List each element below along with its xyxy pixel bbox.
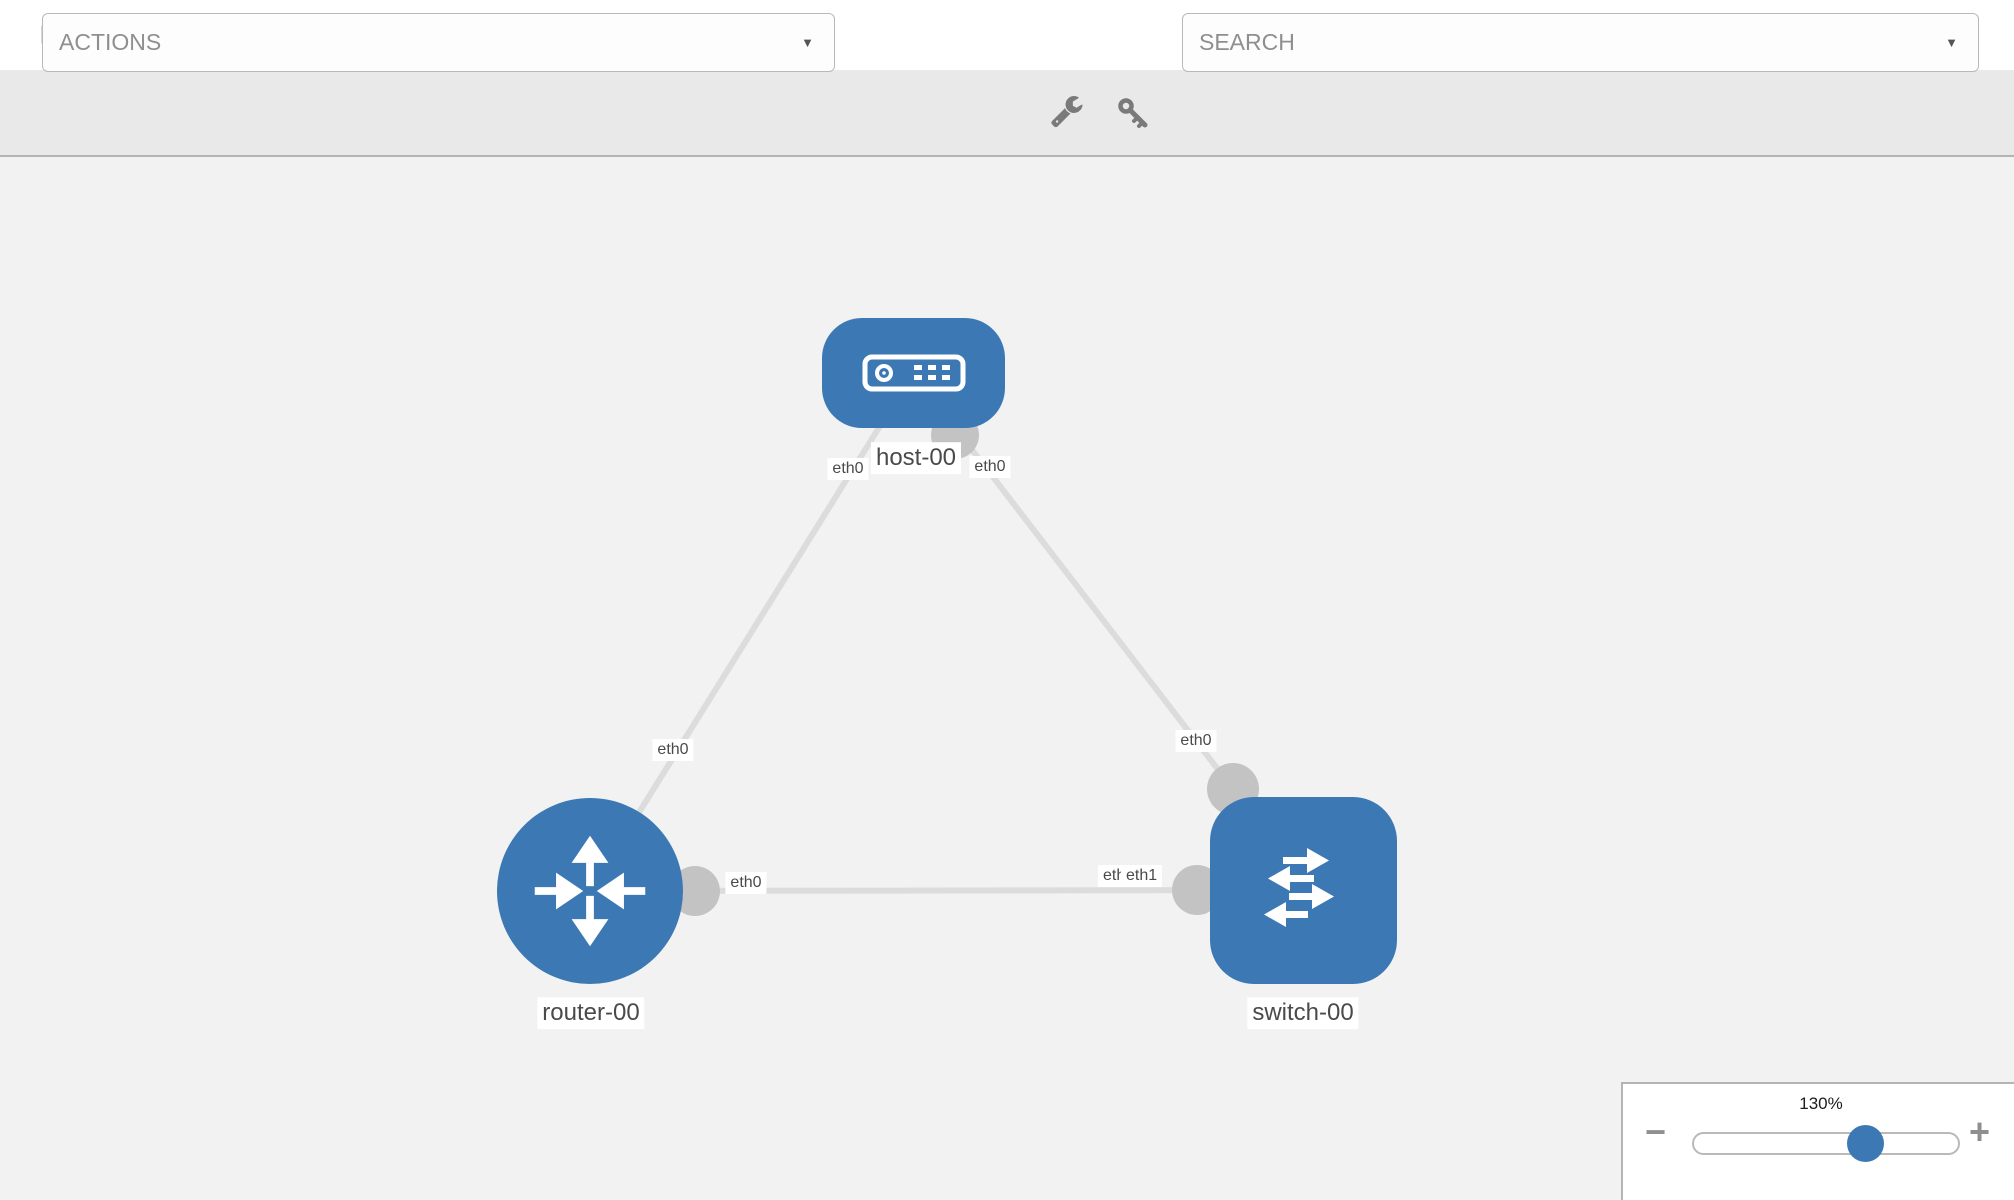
search-dropdown[interactable]: SEARCH ▼ xyxy=(1182,13,1979,72)
port-router-right[interactable] xyxy=(670,866,720,916)
switch-icon xyxy=(1263,847,1334,927)
node-router-00[interactable] xyxy=(497,798,683,984)
interface-label-switch-top: eth0 xyxy=(1175,730,1217,752)
wrench-button[interactable] xyxy=(1051,96,1085,130)
node-label-switch-00: switch-00 xyxy=(1247,997,1359,1029)
wrench-icon xyxy=(1051,96,1083,128)
zoom-in-button[interactable]: + xyxy=(1969,1111,1991,1152)
network-canvas[interactable]: host-00 router-00 switch-00 eth0 eth0 et… xyxy=(0,157,2014,1200)
chevron-down-icon: ▼ xyxy=(1945,35,1958,50)
port-switch-left[interactable] xyxy=(1172,865,1222,915)
node-switch-00[interactable] xyxy=(1210,797,1397,984)
zoom-slider-track[interactable] xyxy=(1692,1132,1960,1155)
search-dropdown-label: SEARCH xyxy=(1199,29,1295,55)
toolbar xyxy=(0,70,2014,157)
node-host-00[interactable] xyxy=(822,318,1005,428)
key-icon xyxy=(1118,98,1148,128)
node-label-host-00: host-00 xyxy=(870,442,962,474)
actions-dropdown-label: ACTIONS xyxy=(59,29,162,55)
chevron-down-icon: ▼ xyxy=(801,35,814,50)
zoom-slider-handle[interactable] xyxy=(1847,1125,1884,1162)
interface-label-host-right: eth0 xyxy=(969,456,1011,478)
interface-label-router-top: eth0 xyxy=(652,739,694,761)
zoom-level-value: 130% xyxy=(1799,1094,1843,1113)
interface-label-switch-left: eth1 xyxy=(1121,865,1163,887)
interface-label-router-right: eth0 xyxy=(725,872,767,894)
interface-label-host-left: eth0 xyxy=(827,458,869,480)
zoom-out-button[interactable]: − xyxy=(1645,1111,1667,1152)
key-button[interactable] xyxy=(1116,96,1150,130)
zoom-panel: 130% − + xyxy=(1621,1082,2014,1200)
router-icon xyxy=(534,835,646,947)
host-icon xyxy=(862,354,965,392)
node-label-router-00: router-00 xyxy=(537,997,645,1029)
actions-dropdown[interactable]: ACTIONS ▼ xyxy=(42,13,835,72)
